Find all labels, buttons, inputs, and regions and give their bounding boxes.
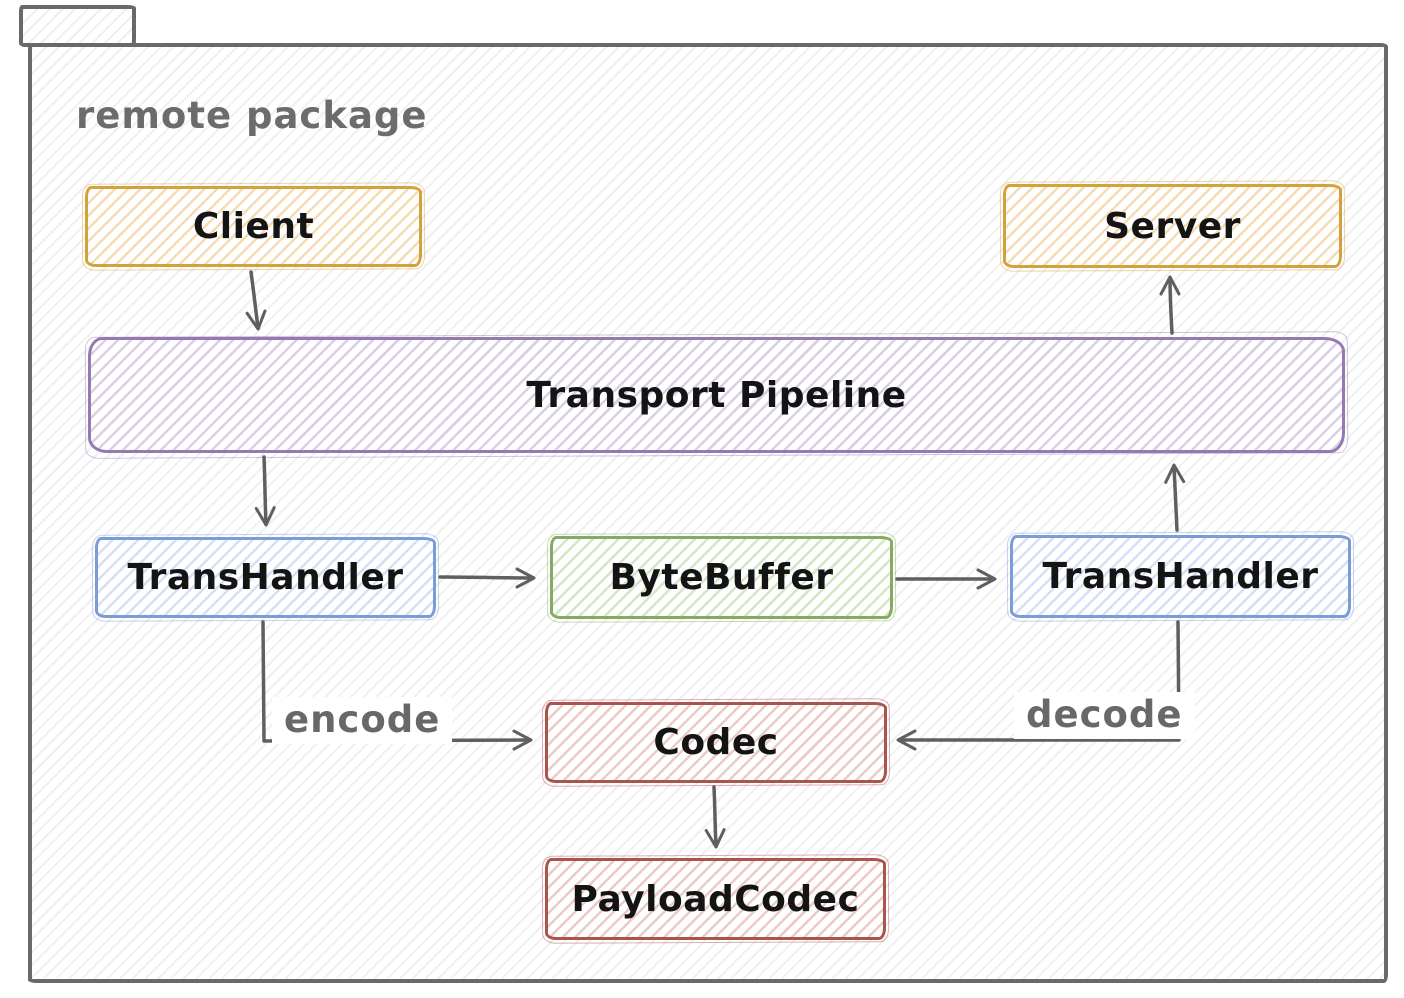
node-transport-pipeline: Transport Pipeline	[88, 337, 1345, 453]
node-codec: Codec	[545, 702, 887, 783]
edge-label-encode: encode	[272, 697, 453, 744]
edge-label-decode: decode	[1014, 692, 1195, 739]
node-trans-handler-left: TransHandler	[95, 537, 436, 618]
node-server-label: Server	[1104, 205, 1241, 247]
node-server: Server	[1003, 184, 1342, 268]
node-payload-codec: PayloadCodec	[545, 858, 886, 940]
node-client-label: Client	[192, 206, 315, 247]
node-byte-buffer: ByteBuffer	[550, 536, 893, 619]
node-transport-pipeline-label: Transport Pipeline	[526, 374, 907, 416]
package-title: remote package	[76, 94, 428, 137]
node-payload-codec-label: PayloadCodec	[571, 878, 860, 920]
package-tab	[19, 5, 136, 47]
node-trans-handler-left-label: TransHandler	[127, 557, 404, 598]
node-byte-buffer-label: ByteBuffer	[609, 557, 834, 598]
node-codec-label: Codec	[653, 722, 779, 763]
node-client: Client	[85, 186, 422, 267]
node-trans-handler-right-label: TransHandler	[1042, 556, 1319, 597]
node-trans-handler-right: TransHandler	[1010, 535, 1351, 618]
